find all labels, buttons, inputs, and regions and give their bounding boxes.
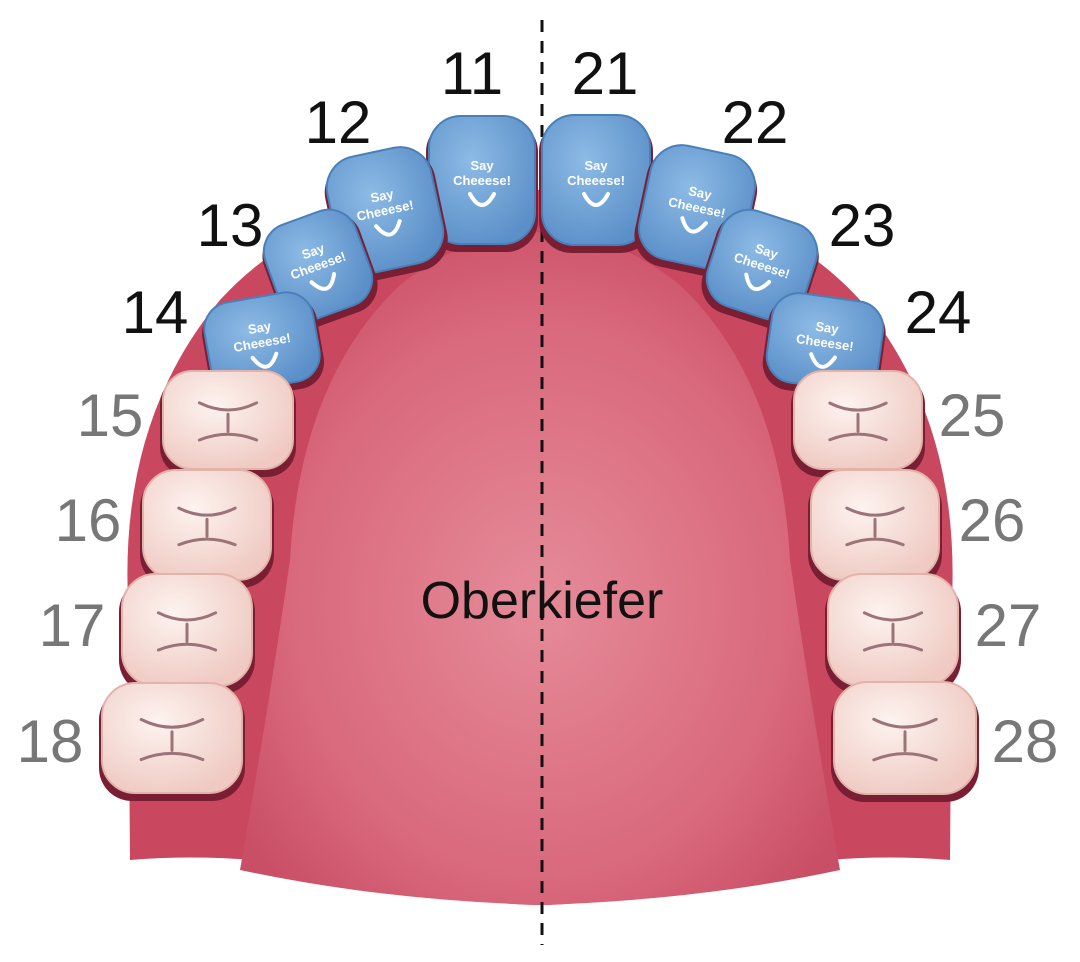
fissure-lines (197, 401, 259, 442)
tooth-number-11: 11 (441, 40, 503, 107)
tooth-number-27: 27 (975, 592, 1042, 659)
tooth-number-14: 14 (122, 279, 189, 346)
tooth-16-natural (140, 469, 274, 588)
tooth-27-natural (825, 573, 961, 694)
veneer-label-line1: Say (584, 158, 608, 173)
tooth-number-16: 16 (55, 487, 122, 554)
jaw-title: Oberkiefer (421, 572, 664, 630)
fissure-lines (828, 401, 888, 442)
fissure-lines (862, 611, 924, 652)
veneer-label-line1: Say (470, 158, 494, 173)
fissure-lines (872, 717, 938, 762)
veneer-label-line1: Say (247, 318, 273, 337)
veneer-label-line2: Cheeese! (453, 173, 511, 188)
tooth-number-12: 12 (305, 89, 372, 156)
smile-icon (468, 192, 496, 207)
veneer-label-line1: Say (369, 186, 395, 206)
fissure-lines (177, 506, 237, 547)
smile-icon (374, 219, 402, 237)
tooth-25-natural (791, 370, 925, 477)
tooth-number-17: 17 (39, 592, 106, 659)
veneer-label-line1: Say (753, 241, 780, 263)
tooth-number-13: 13 (197, 192, 264, 259)
smile-icon (309, 272, 337, 291)
veneer-label-line1: Say (687, 183, 713, 203)
smile-icon (744, 272, 772, 292)
tooth-17-natural (119, 573, 255, 694)
tooth-18-natural (99, 682, 245, 801)
veneer-label-line2: Cheeese! (567, 173, 625, 188)
palate (240, 231, 840, 906)
tooth-number-25: 25 (939, 382, 1006, 449)
tooth-26-natural (808, 469, 942, 588)
tooth-number-18: 18 (17, 708, 84, 775)
smile-icon (582, 192, 610, 207)
smile-icon (250, 351, 279, 369)
tooth-number-22: 22 (722, 89, 789, 156)
smile-icon (680, 216, 708, 234)
tooth-number-23: 23 (829, 192, 896, 259)
tooth-28-natural (831, 681, 979, 802)
tooth-15-natural (160, 370, 296, 477)
tooth-number-28: 28 (992, 708, 1059, 775)
veneer-crown (705, 208, 819, 322)
smile-icon (809, 352, 837, 369)
fissure-lines (156, 611, 218, 652)
tooth-number-26: 26 (959, 487, 1026, 554)
fissure-lines (845, 506, 905, 547)
tooth-number-21: 21 (572, 40, 639, 107)
tooth-number-24: 24 (905, 279, 972, 346)
fissure-lines (139, 718, 205, 762)
tooth-number-15: 15 (77, 382, 144, 449)
veneer-label-line1: Say (815, 319, 841, 337)
